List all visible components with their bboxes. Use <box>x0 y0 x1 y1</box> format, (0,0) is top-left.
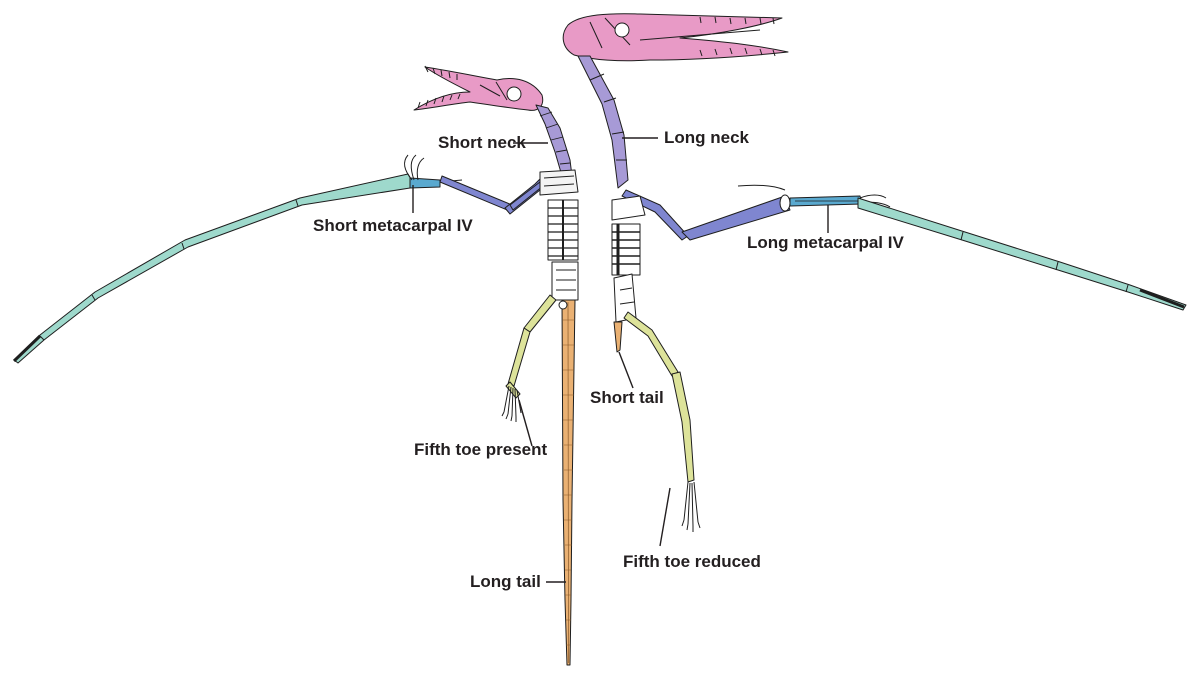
right-skull <box>563 14 788 61</box>
right-foot-toes <box>682 482 700 532</box>
right-torso <box>612 196 645 322</box>
left-hand-claws <box>405 155 462 182</box>
right-wing-finger <box>858 198 1186 310</box>
label-long-neck: Long neck <box>664 128 749 148</box>
label-long-metacarpal: Long metacarpal IV <box>747 233 904 253</box>
left-leg <box>506 295 556 398</box>
left-arm <box>440 176 548 214</box>
long-tail <box>562 300 575 665</box>
left-metacarpal <box>410 178 440 188</box>
label-short-neck: Short neck <box>438 133 526 153</box>
left-skull <box>414 66 543 110</box>
short-tail <box>614 322 622 352</box>
label-long-tail: Long tail <box>470 572 541 592</box>
label-fifth-toe-present: Fifth toe present <box>414 440 547 460</box>
left-torso <box>540 170 578 309</box>
left-wing-finger <box>14 174 412 363</box>
right-neck <box>578 56 628 188</box>
right-pterosaur <box>563 14 1186 532</box>
label-short-metacarpal: Short metacarpal IV <box>313 216 473 236</box>
label-short-tail: Short tail <box>590 388 664 408</box>
label-fifth-toe-reduced: Fifth toe reduced <box>623 552 761 572</box>
